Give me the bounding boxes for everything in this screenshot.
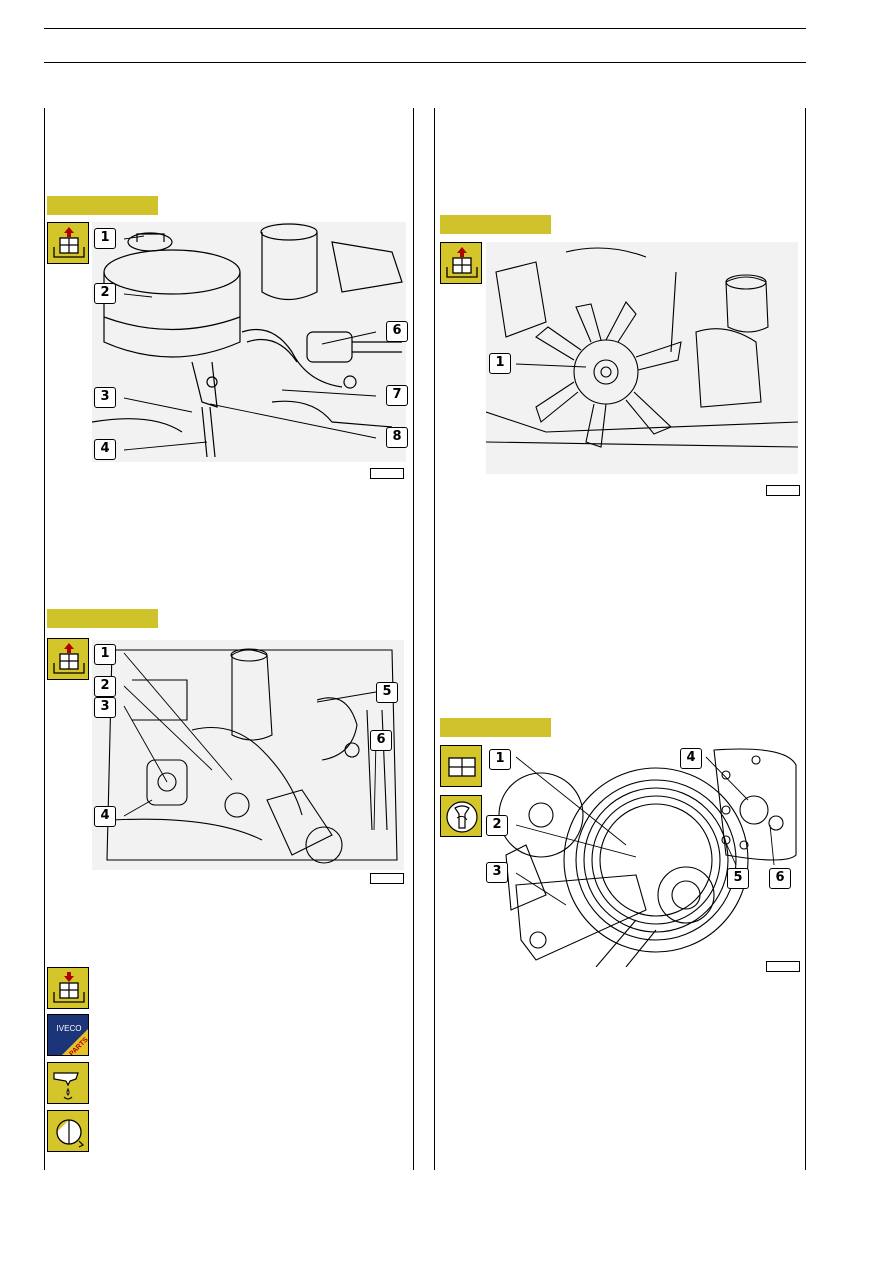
torque-icon — [47, 1110, 89, 1152]
callout-3: 3 — [94, 697, 116, 718]
callout-5: 5 — [727, 868, 749, 889]
figure-number-box — [766, 485, 800, 496]
callout-6: 6 — [386, 321, 408, 342]
callout-4: 4 — [94, 439, 116, 460]
figure-banner-left-1 — [47, 196, 158, 215]
figure-banner-left-2 — [47, 609, 158, 628]
callout-2: 2 — [94, 283, 116, 304]
disassembly-icon — [440, 745, 482, 787]
engine-figure-damper-pulley — [486, 745, 798, 967]
callout-1: 1 — [94, 644, 116, 665]
figure-number-box — [766, 961, 800, 972]
figure-number-box — [370, 873, 404, 884]
iveco-logo-text: IVECO — [57, 1024, 82, 1033]
iveco-parts-icon: IVECO PARTS — [47, 1014, 89, 1056]
removal-icon — [440, 242, 482, 284]
callout-6: 6 — [769, 868, 791, 889]
figure-banner-right-1 — [440, 215, 551, 234]
callout-6: 6 — [370, 730, 392, 751]
engine-figure-cooling-fan — [486, 242, 798, 474]
left-column-rule-left — [44, 108, 45, 1170]
special-tool-icon — [440, 795, 482, 837]
callout-7: 7 — [386, 385, 408, 406]
left-column-rule-right — [413, 108, 414, 1170]
header-rule-top — [44, 28, 806, 29]
callout-4: 4 — [94, 806, 116, 827]
removal-icon — [47, 222, 89, 264]
figure-number-box — [370, 468, 404, 479]
refitting-icon — [47, 967, 89, 1009]
engine-figure-timing-cover — [92, 640, 404, 870]
sealant-icon — [47, 1062, 89, 1104]
figure-banner-right-2 — [440, 718, 551, 737]
callout-2: 2 — [486, 815, 508, 836]
right-column-rule-left — [434, 108, 435, 1170]
callout-5: 5 — [376, 682, 398, 703]
callout-8: 8 — [386, 427, 408, 448]
callout-3: 3 — [486, 862, 508, 883]
callout-1: 1 — [489, 749, 511, 770]
header-rule-bottom — [44, 62, 806, 63]
removal-icon — [47, 638, 89, 680]
callout-1: 1 — [94, 228, 116, 249]
callout-2: 2 — [94, 676, 116, 697]
engine-figure-power-steering — [92, 222, 406, 462]
callout-4: 4 — [680, 748, 702, 769]
right-column-rule-right — [805, 108, 806, 1170]
callout-3: 3 — [94, 387, 116, 408]
callout-1: 1 — [489, 353, 511, 374]
